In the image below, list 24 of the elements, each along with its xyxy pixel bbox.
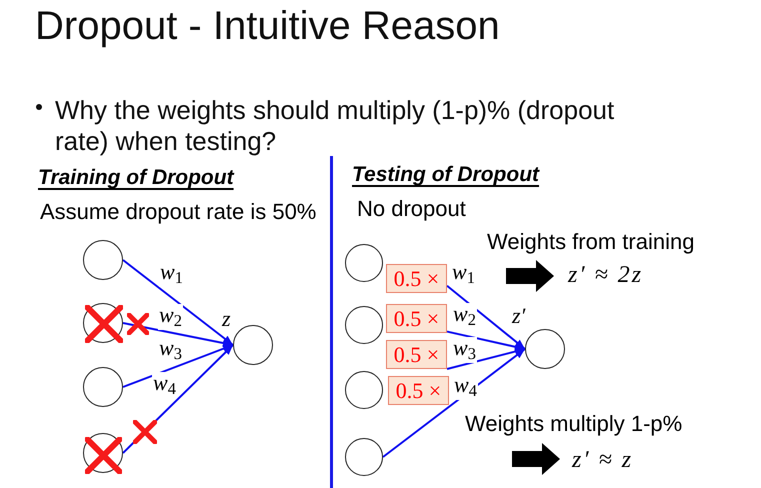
arrow xyxy=(122,259,234,346)
formula-text: z′ ≈ 2z xyxy=(568,263,644,289)
caption-text: Weights from training xyxy=(487,231,694,253)
section-heading: Training of Dropout xyxy=(38,167,234,188)
assumption-text: Assume dropout rate is 50% xyxy=(40,201,316,223)
output-label: z xyxy=(222,308,231,330)
multiplier-box: 0.5 × xyxy=(386,264,447,293)
arrow xyxy=(446,348,526,370)
multiplier-box: 0.5 × xyxy=(386,340,447,369)
arrow xyxy=(446,284,526,350)
arrow xyxy=(122,322,234,347)
section-heading: Testing of Dropout xyxy=(352,164,540,185)
question-text: Why the weights should multiply (1-p)% (dropout rate) when testing? xyxy=(55,95,616,157)
formula-text: z′ ≈ z xyxy=(572,448,634,474)
note-text: No dropout xyxy=(357,198,466,220)
slide-title: Dropout - Intuitive Reason xyxy=(35,6,500,46)
arrow xyxy=(446,330,526,351)
weight-label: w$_{3}$ xyxy=(452,337,477,363)
multiplier-box: 0.5 × xyxy=(386,304,447,333)
output-label: z′ xyxy=(512,305,526,327)
caption-text: Weights multiply 1-p% xyxy=(465,413,682,435)
arrow xyxy=(122,344,234,388)
multiplier-box: 0.5 × xyxy=(388,376,449,405)
weight-label: w$_{2}$ xyxy=(158,304,183,330)
